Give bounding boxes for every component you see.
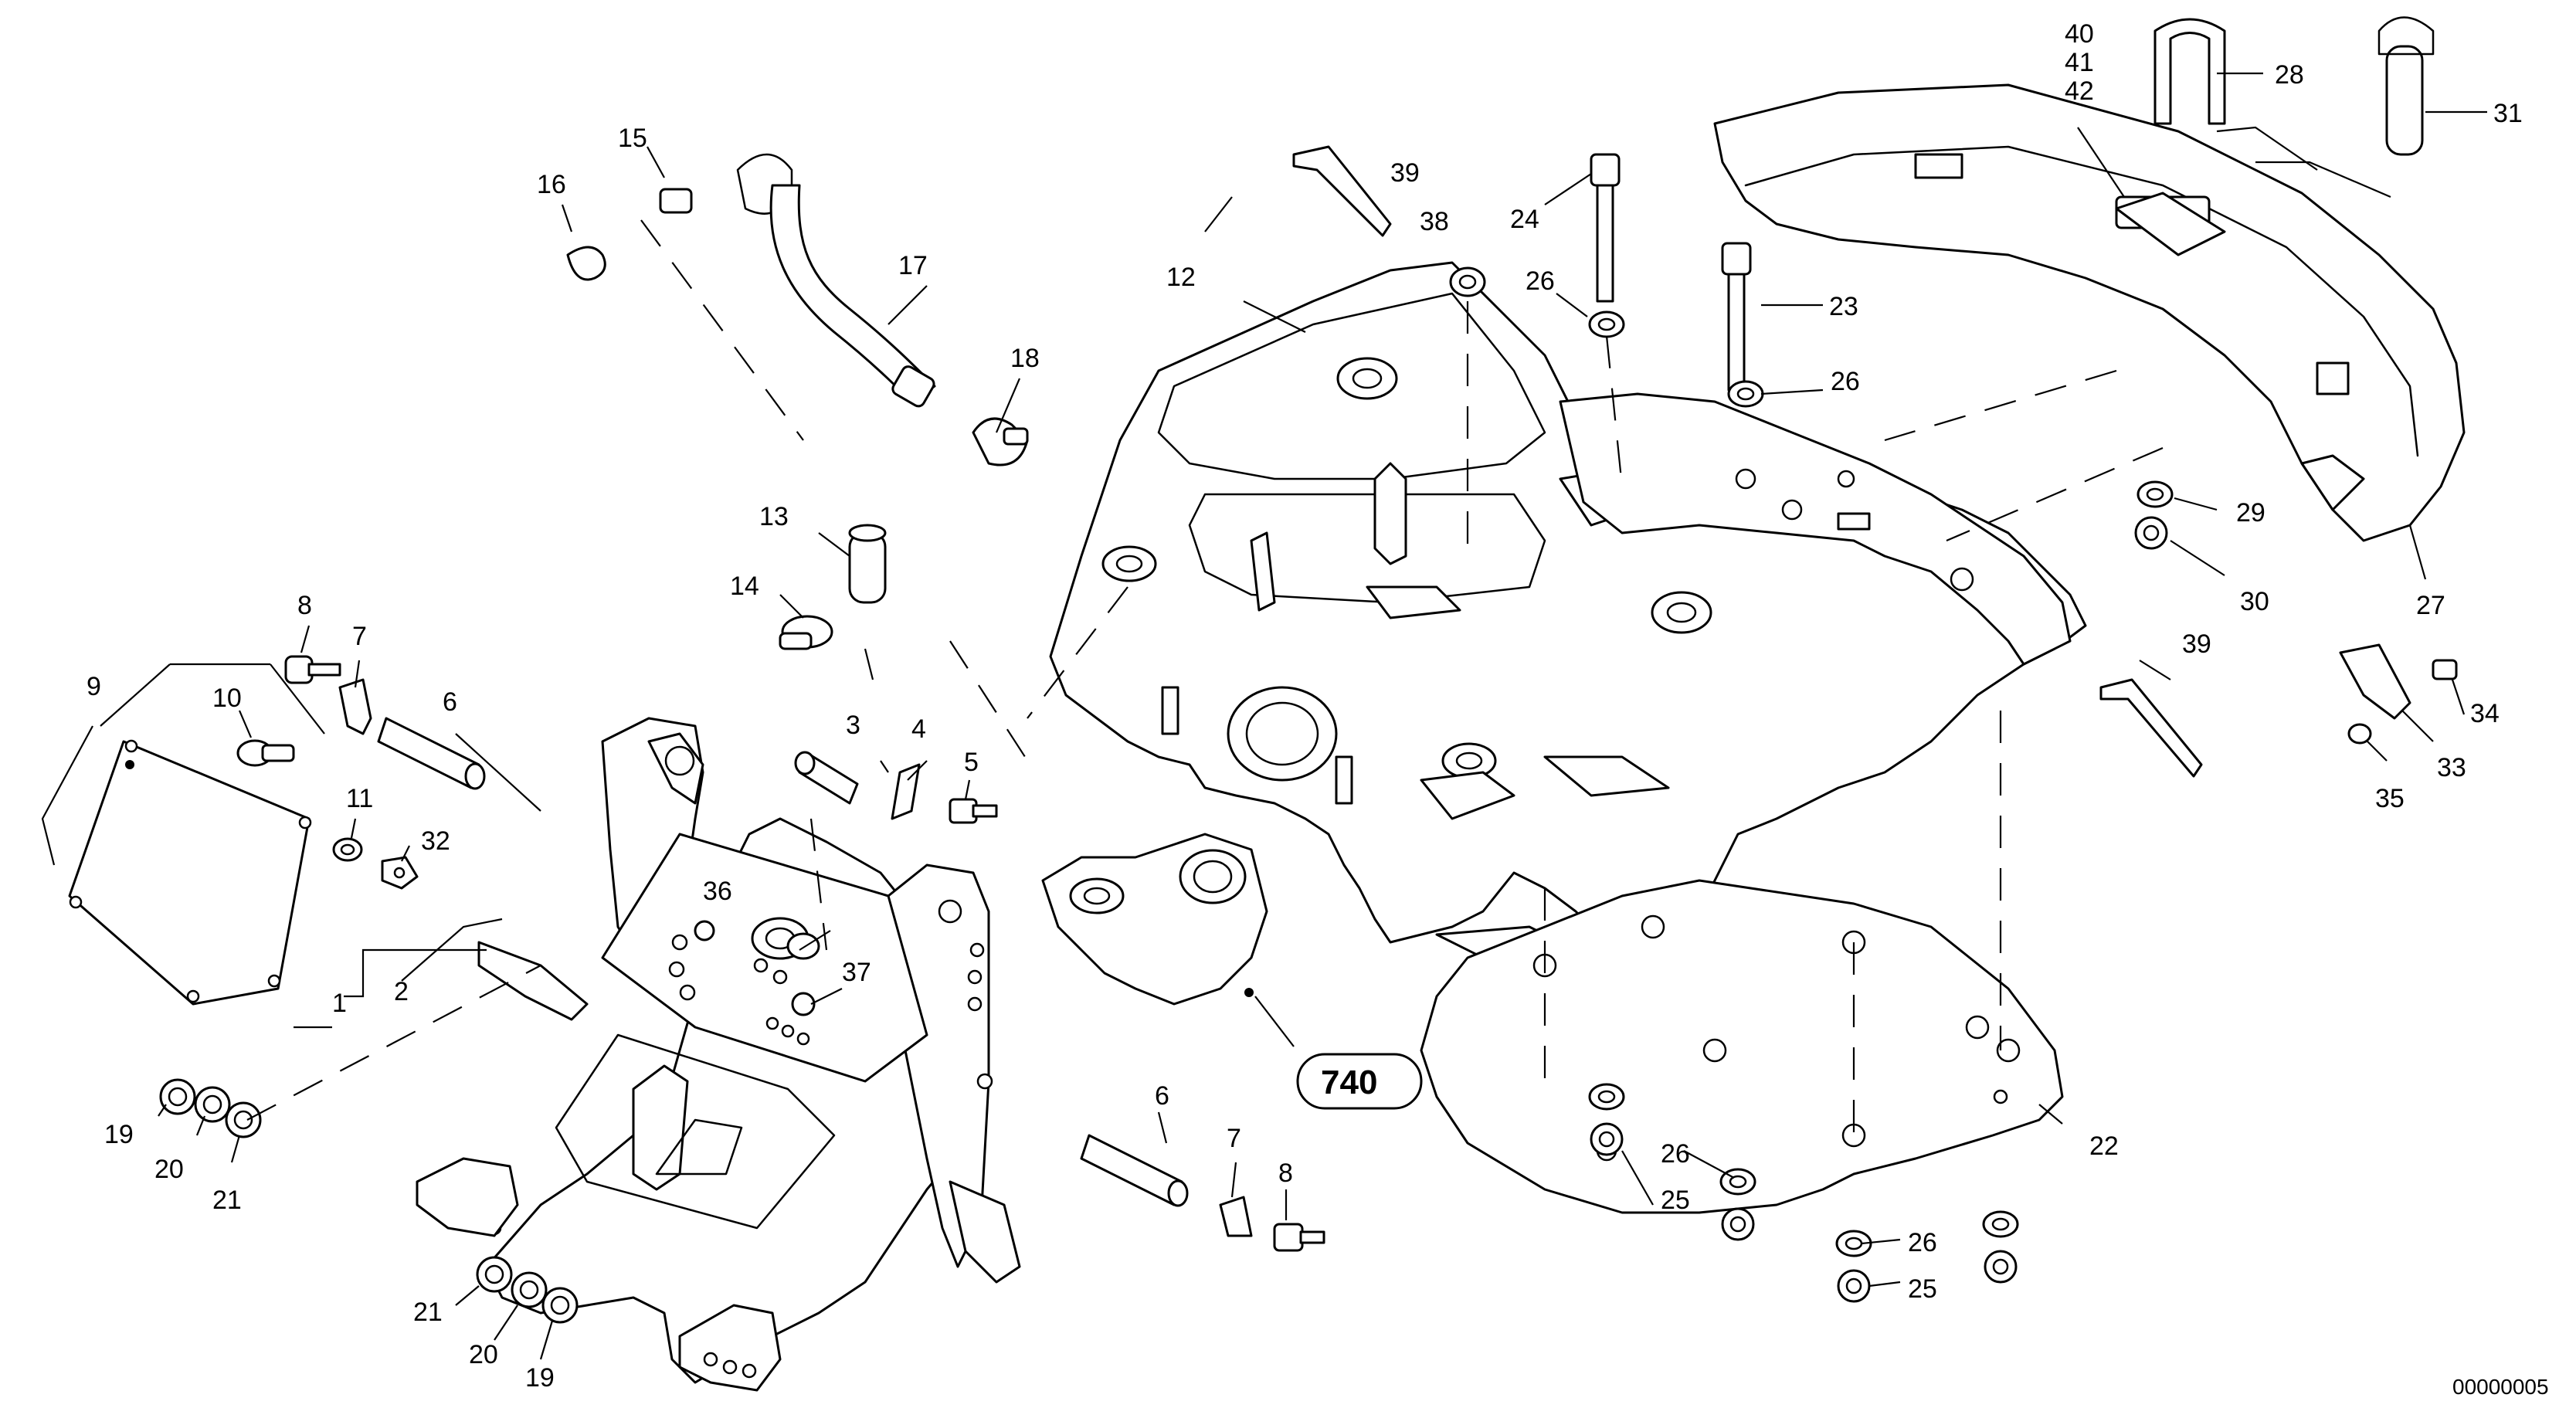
label-38: 38	[1420, 207, 1449, 236]
upper-plate	[1559, 392, 2072, 666]
label-26-lower-right: 26	[1908, 1228, 1937, 1257]
label-31: 31	[2493, 99, 2523, 128]
label-6-lower: 6	[1155, 1081, 1169, 1111]
label-7-upper: 7	[352, 622, 367, 651]
label-15: 15	[618, 124, 647, 153]
label-2: 2	[394, 977, 409, 1006]
label-13: 13	[759, 502, 789, 531]
reference-740: 740	[1321, 1064, 1377, 1101]
bolts-and-nuts	[1292, 16, 2458, 1303]
label-24: 24	[1510, 205, 1539, 234]
label-8-upper: 8	[297, 591, 312, 620]
label-36: 36	[703, 877, 732, 906]
label-18: 18	[1010, 344, 1040, 373]
reference-box	[1296, 1053, 1423, 1110]
label-39-top: 39	[1390, 158, 1420, 188]
label-35: 35	[2375, 784, 2405, 813]
leader-lines	[41, 72, 2487, 1360]
cover-plate	[68, 739, 312, 1006]
label-37: 37	[842, 958, 871, 987]
label-7-lower: 7	[1227, 1124, 1241, 1153]
label-32: 32	[421, 826, 450, 856]
label-20-bottom: 20	[469, 1340, 498, 1369]
label-4: 4	[911, 714, 926, 744]
label-30: 30	[2240, 587, 2269, 616]
label-19-left: 19	[104, 1120, 134, 1149]
label-17: 17	[898, 251, 928, 280]
label-39-right: 39	[2182, 629, 2211, 659]
label-41: 41	[2065, 48, 2094, 77]
label-26-lower-left: 26	[1661, 1139, 1690, 1169]
label-42: 42	[2065, 76, 2094, 106]
label-28: 28	[2275, 60, 2304, 90]
label-6-upper: 6	[443, 687, 457, 717]
label-40: 40	[2065, 19, 2094, 49]
part-labels: 1 2 3 4 5 6 6 7 7 8 8 9 10 11 12 13 14 1…	[87, 19, 2549, 1399]
coupling-assembly	[1041, 833, 1423, 1110]
label-33: 33	[2437, 753, 2466, 782]
label-8-lower: 8	[1278, 1159, 1293, 1188]
label-25-left: 25	[1661, 1186, 1690, 1215]
label-1: 1	[332, 989, 347, 1018]
label-5: 5	[964, 748, 979, 777]
hose-assembly	[566, 153, 1029, 467]
label-26-mid: 26	[1831, 367, 1860, 396]
small-hardware-left	[159, 655, 1325, 1324]
assembly-lines	[246, 219, 2164, 1135]
label-21-left: 21	[212, 1186, 242, 1215]
label-16: 16	[537, 170, 566, 199]
label-3: 3	[846, 711, 860, 740]
document-number: 00000005	[2452, 1375, 2549, 1399]
ball-joint	[779, 524, 887, 650]
label-25-right: 25	[1908, 1274, 1937, 1304]
label-27: 27	[2416, 591, 2445, 620]
label-26-top: 26	[1526, 266, 1555, 296]
label-9: 9	[87, 672, 101, 701]
label-10: 10	[212, 684, 242, 713]
label-11: 11	[346, 784, 373, 813]
label-21-bottom: 21	[413, 1298, 443, 1327]
label-22: 22	[2089, 1131, 2119, 1161]
front-bracket-assembly	[416, 717, 1021, 1392]
label-14: 14	[730, 572, 759, 601]
label-34: 34	[2470, 699, 2500, 728]
label-29: 29	[2236, 498, 2265, 528]
label-20-left: 20	[154, 1155, 184, 1184]
label-23: 23	[1829, 292, 1858, 321]
label-19-bottom: 19	[525, 1363, 555, 1393]
label-12: 12	[1166, 263, 1196, 292]
